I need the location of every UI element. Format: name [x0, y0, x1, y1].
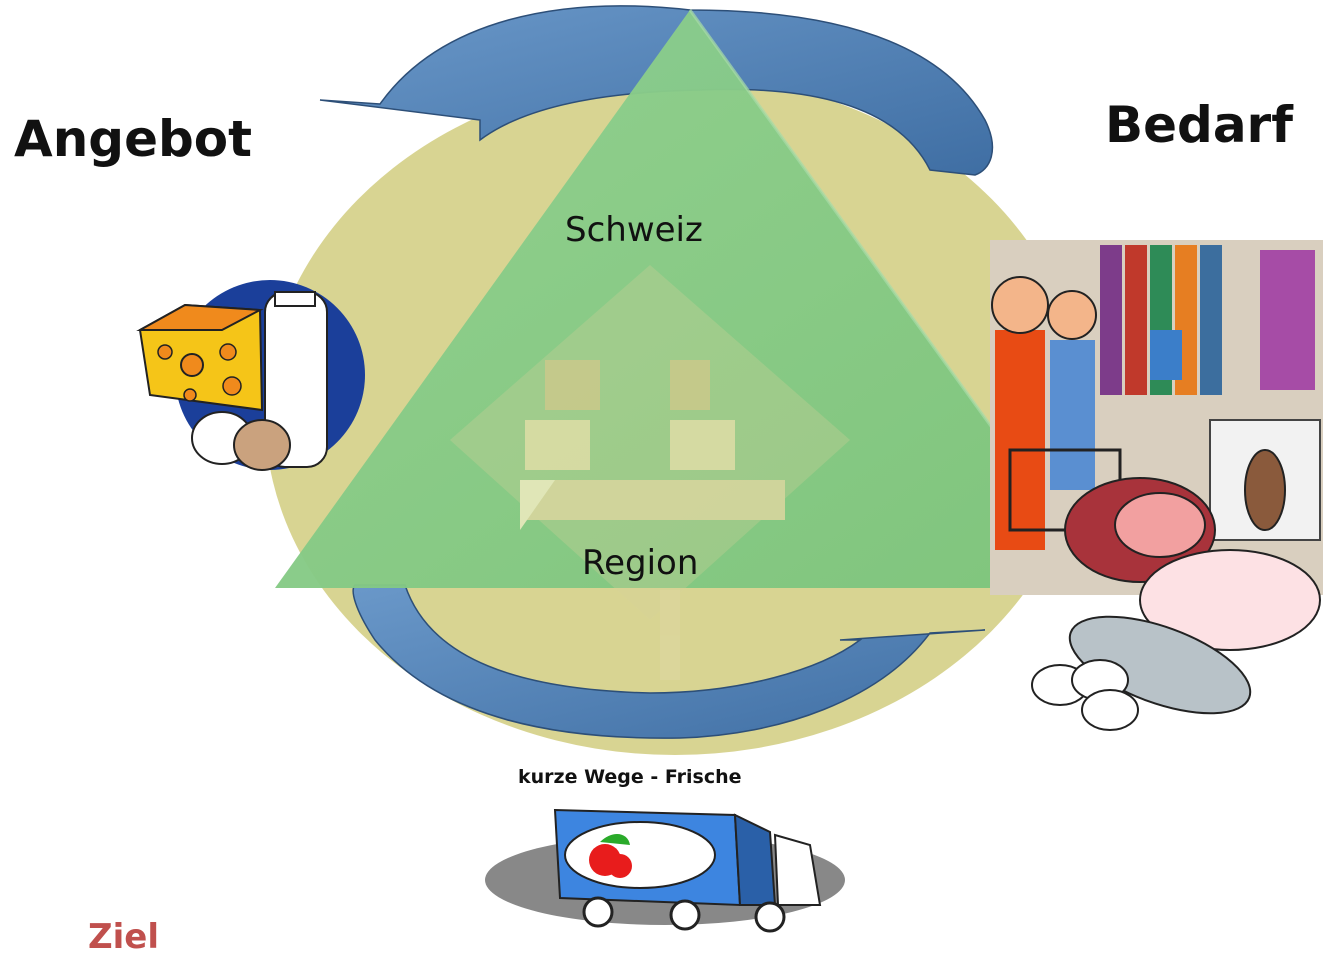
region-label: Region: [582, 543, 699, 583]
region-triangle: [275, 10, 1108, 588]
dairy-products-icon: [136, 280, 365, 471]
switzerland-label: Schweiz: [565, 210, 703, 250]
grocery-shopping-icon: [990, 240, 1323, 731]
delivery-truck-icon: [485, 808, 845, 933]
central-symbol: [450, 265, 850, 680]
demand-label: Bedarf: [1105, 96, 1293, 154]
footer-partial-label: Ziel: [88, 917, 160, 957]
supply-label: Angebot: [14, 110, 253, 168]
transport-label: kurze Wege - Frische: [518, 766, 742, 788]
bottom-cycle-arrow: [352, 584, 986, 739]
